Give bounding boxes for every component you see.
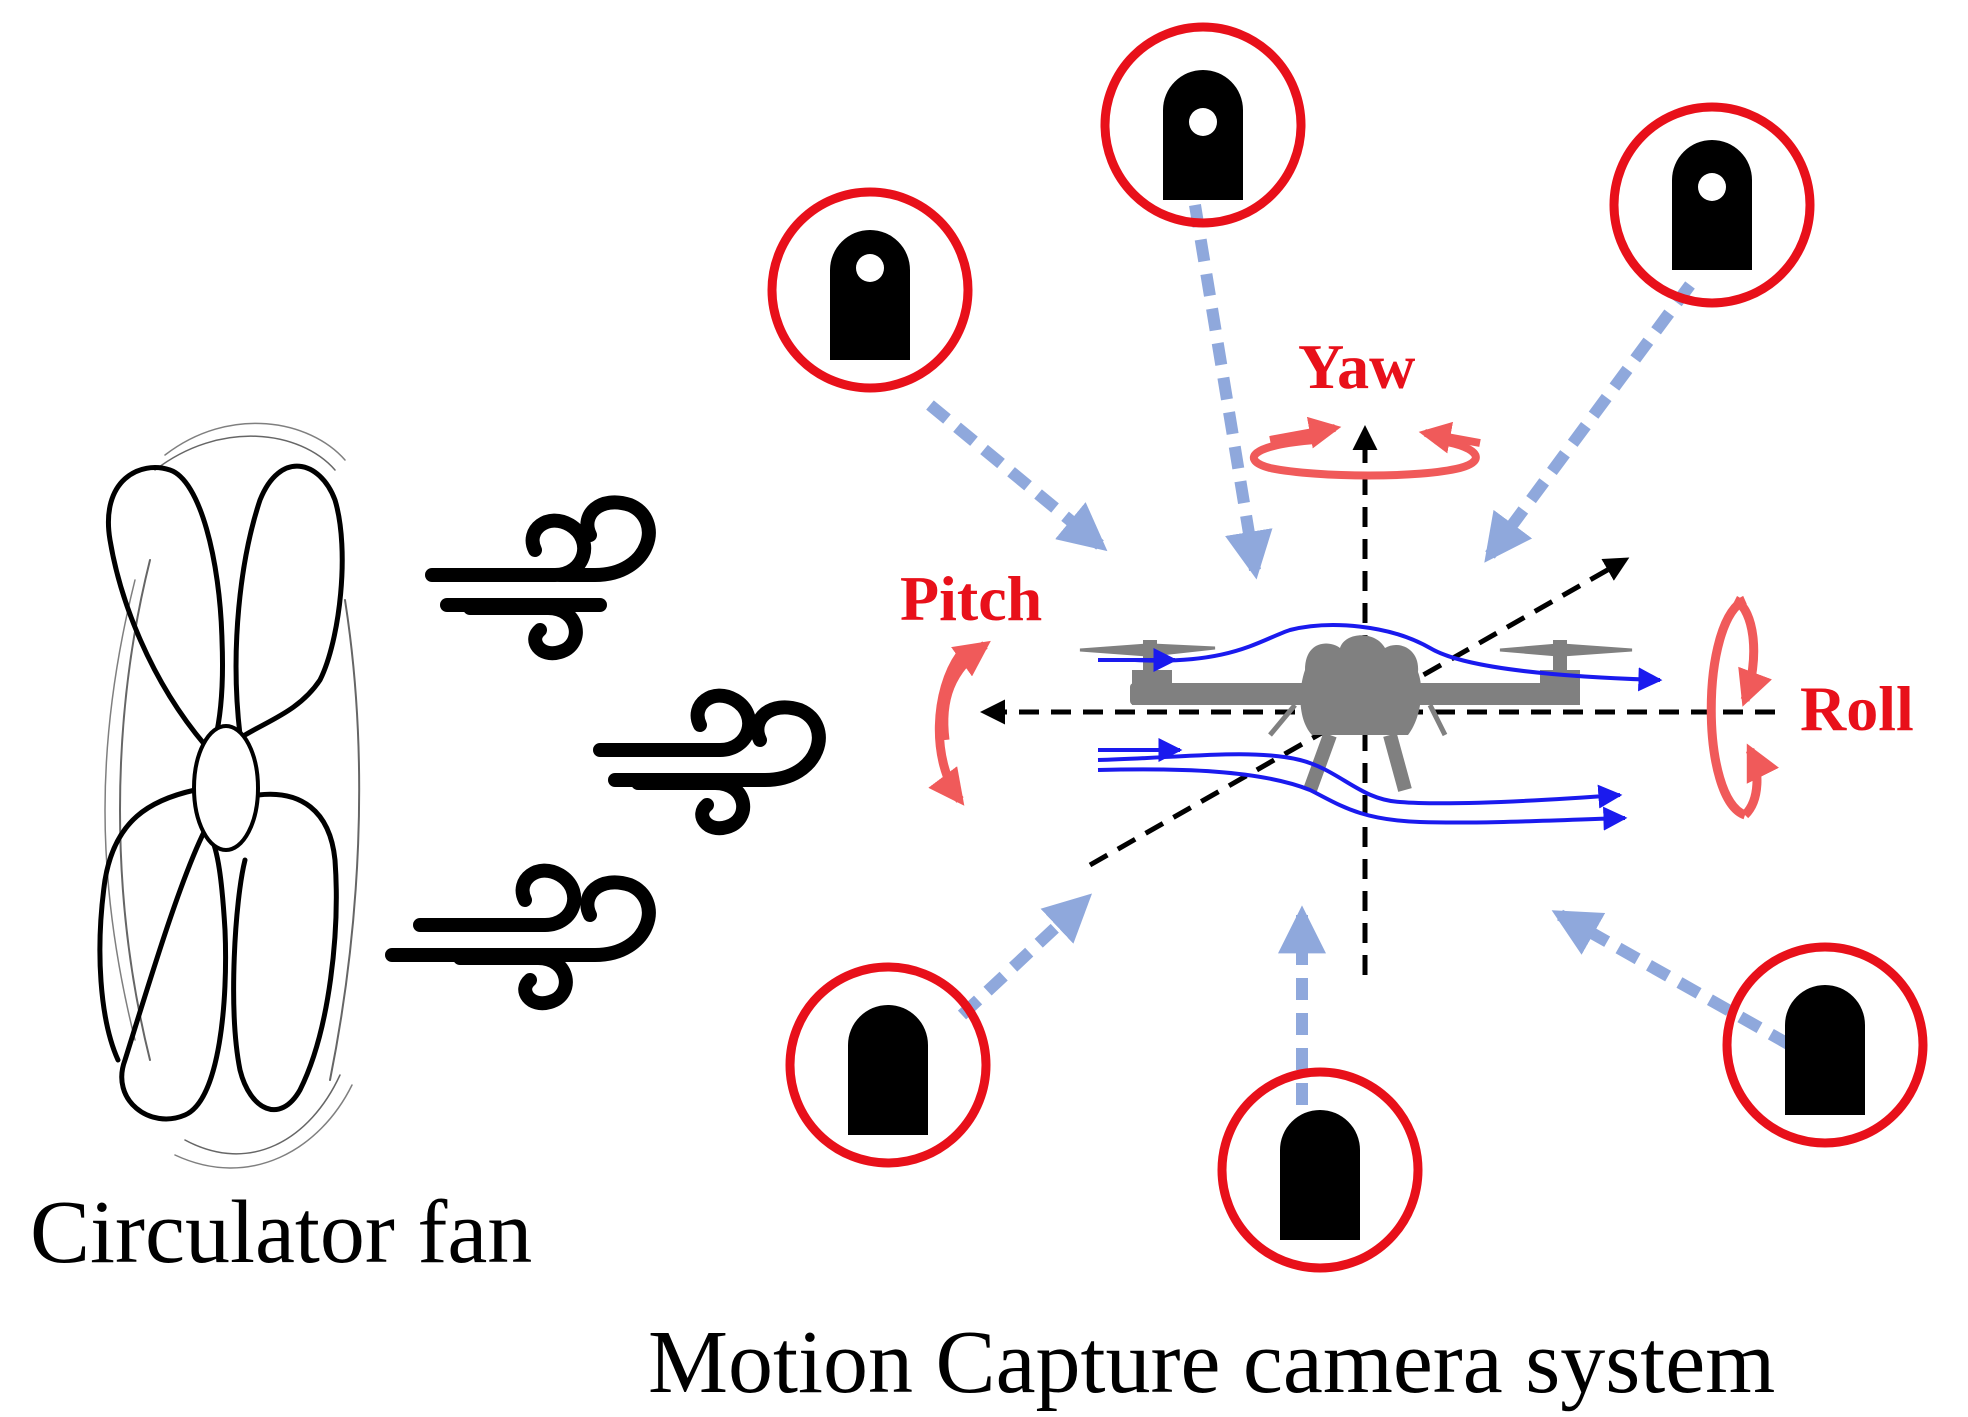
system-caption: Motion Capture camera system	[648, 1313, 1775, 1412]
motion-capture-camera-icon	[1100, 22, 1306, 228]
airflow-streamlines	[1097, 623, 1663, 831]
fan-caption: Circulator fan	[30, 1183, 532, 1282]
motion-capture-camera-icon	[1722, 942, 1928, 1148]
wind-gust-icon	[385, 863, 656, 1011]
roll-label: Roll	[1800, 673, 1914, 744]
yaw-rotation-arrow	[1249, 416, 1481, 480]
pitch-label: Pitch	[900, 563, 1042, 634]
motion-capture-camera-icon	[1609, 102, 1815, 308]
wind-gust-icon	[593, 688, 826, 836]
camera-view-arrows	[926, 204, 1793, 1105]
wind-gust-icon	[425, 495, 656, 661]
roll-rotation-arrow	[1706, 595, 1779, 820]
motion-capture-camera-icon	[1217, 1067, 1423, 1273]
yaw-label: Yaw	[1298, 331, 1415, 402]
circulator-fan-icon	[97, 422, 361, 1169]
pitch-rotation-arrow	[928, 640, 991, 806]
motion-capture-camera-icon	[767, 187, 973, 393]
motion-capture-camera-icon	[785, 962, 991, 1168]
